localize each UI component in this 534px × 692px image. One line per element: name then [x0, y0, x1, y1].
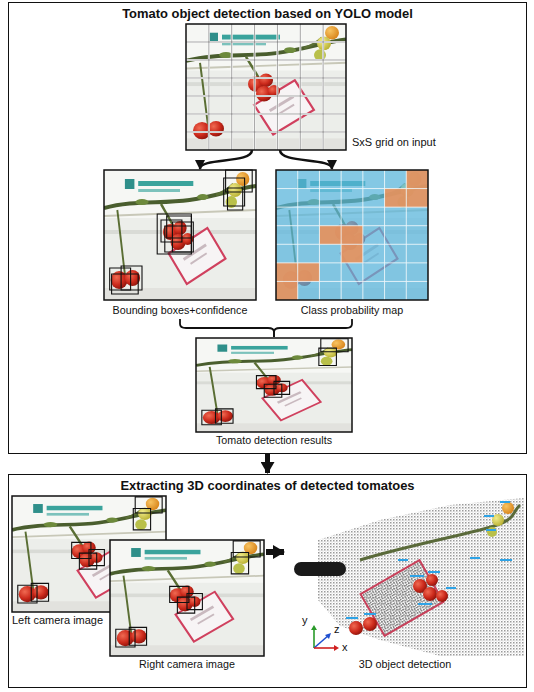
point-cloud-image [286, 496, 524, 656]
axis-label: z [334, 623, 340, 636]
connector-arrow [180, 319, 274, 337]
image-caption: Left camera image [12, 613, 103, 628]
image-caption: SxS grid on input [352, 135, 436, 150]
panel-box: Extracting 3D coordinates of detected to… [8, 474, 527, 688]
image-box: 3D object detection [286, 496, 524, 672]
image-caption: Class probability map [276, 303, 428, 318]
bbox-image [104, 170, 256, 300]
image-box: Bounding boxes+confidence [104, 170, 256, 318]
image-caption: Right camera image [110, 657, 264, 672]
image-caption: 3D object detection [286, 657, 524, 672]
connector-arrow [266, 549, 284, 555]
panel-heading: Extracting 3D coordinates of detected to… [9, 475, 526, 494]
image-box: Left camera image [12, 496, 166, 628]
image-caption: Tomato detection results [196, 433, 352, 448]
right-camera-image [110, 540, 264, 656]
connector-arrow [280, 150, 332, 169]
connector-arrow [274, 319, 352, 337]
image-box: Class probability map [276, 170, 428, 318]
connector-arrow [200, 150, 252, 169]
panel-box: Tomato object detection based on YOLO mo… [8, 2, 527, 454]
axis-label: y [302, 614, 308, 627]
connector-arrow [265, 454, 270, 473]
image-caption: Bounding boxes+confidence [104, 303, 256, 318]
image-box: SxS grid on input [186, 24, 346, 150]
image-box: Tomato detection results [196, 338, 352, 448]
detection-image [196, 338, 352, 432]
panel-heading: Tomato object detection based on YOLO mo… [9, 3, 526, 22]
class-map-image [276, 170, 428, 300]
axis-label: x [342, 641, 348, 654]
grid-image [186, 24, 346, 150]
image-box: Right camera image [110, 540, 264, 672]
